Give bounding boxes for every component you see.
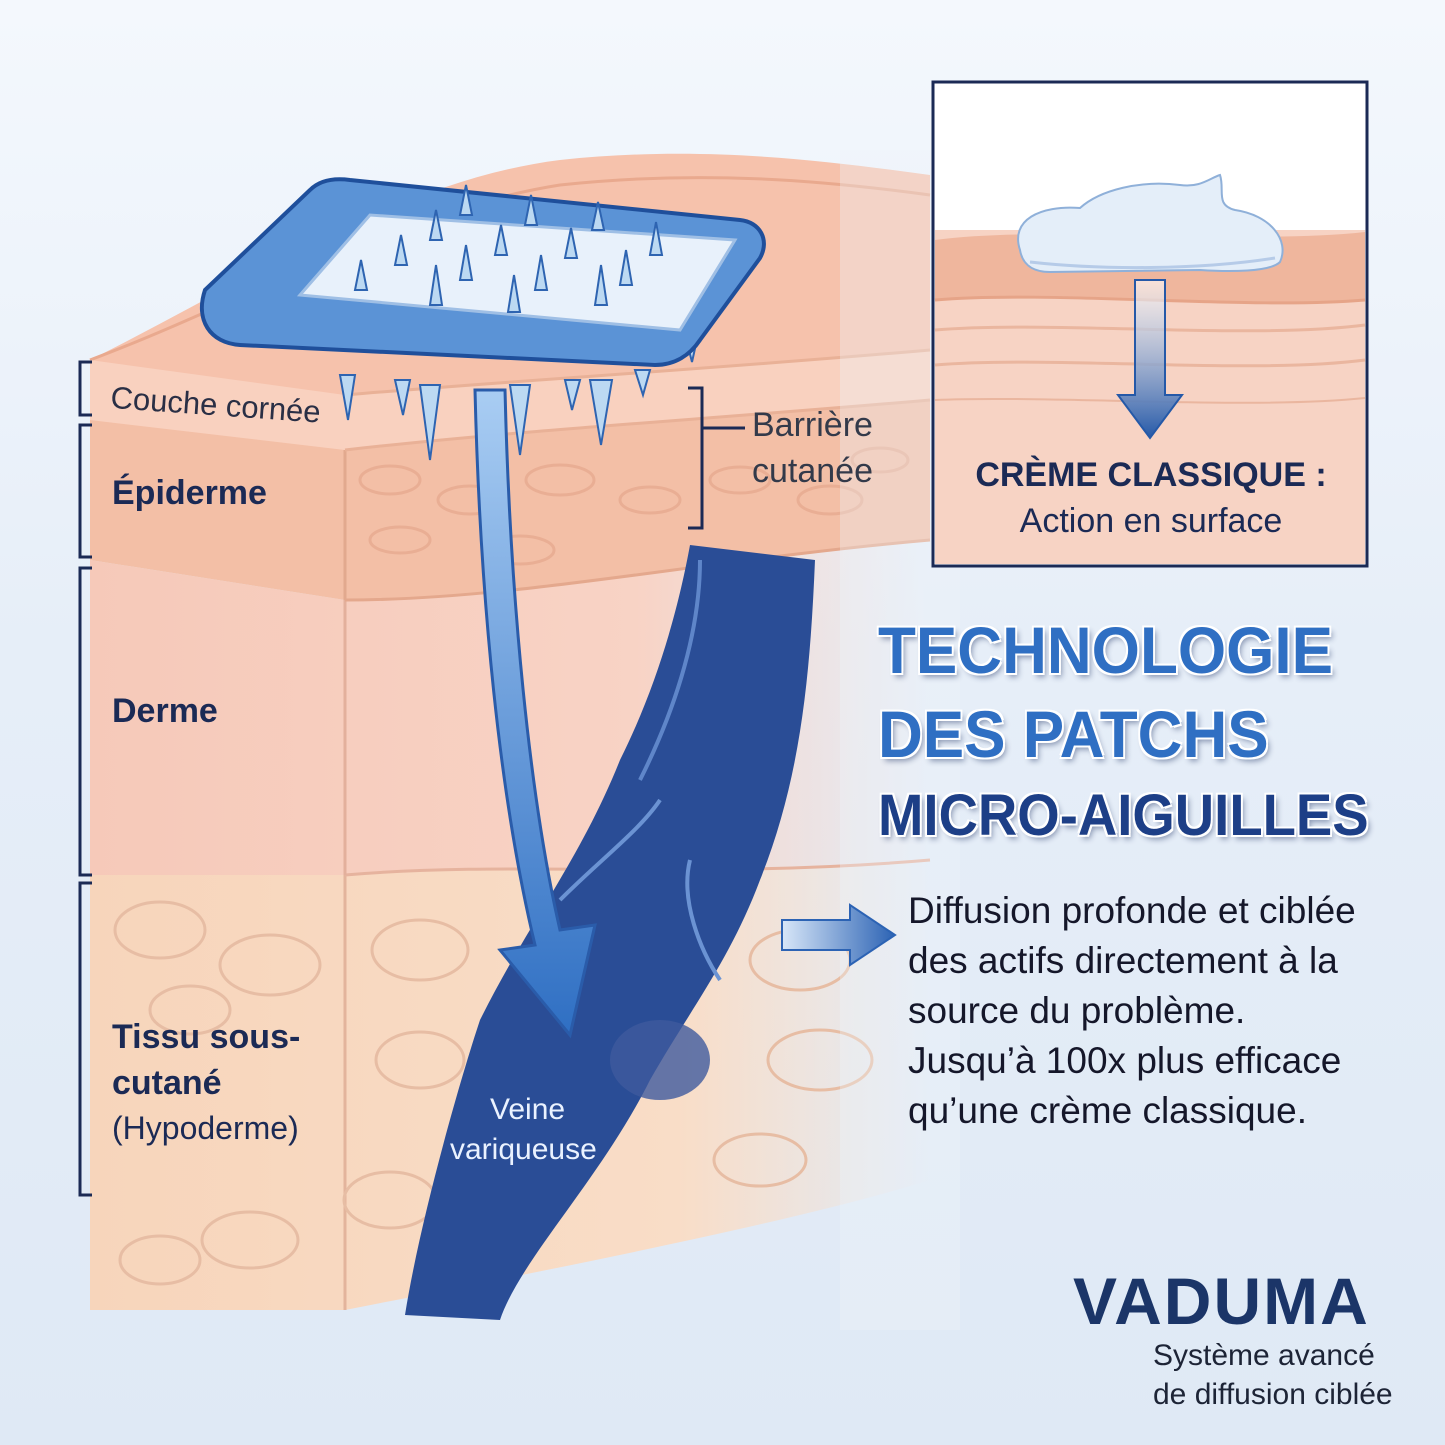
barrier-label-line1: Barrière — [752, 406, 873, 444]
inset-title: CRÈME CLASSIQUE : — [975, 456, 1327, 494]
arrow-right-icon — [781, 903, 897, 967]
arrow-down-icon — [1116, 279, 1184, 440]
brand-logo: VADUMA — [1073, 1264, 1370, 1338]
penetration-arrow — [473, 388, 597, 1039]
headline-line3: MICRO-AIGUILLES — [878, 783, 1369, 848]
layer-label-epiderme: Épiderme — [112, 474, 267, 512]
description-line2: des actifs directement à la — [908, 940, 1338, 981]
layer-label-tissu-line1: Tissu sous- — [112, 1018, 301, 1056]
stratum-corneum-layer — [90, 348, 931, 452]
vein-label-line1: Veine — [490, 1093, 566, 1126]
description-line5: qu’une crème classique. — [908, 1090, 1307, 1131]
layer-label-hypoderme: (Hypoderme) — [112, 1110, 299, 1146]
description-line3: source du problème. — [908, 990, 1246, 1031]
headline-line1: TECHNOLOGIE — [878, 613, 1333, 687]
headline-line2: DES PATCHS — [878, 697, 1269, 771]
cream-icon — [1017, 173, 1284, 274]
layer-brackets — [78, 360, 92, 1197]
description-line4: Jusqu’à 100x plus efficace — [908, 1040, 1342, 1081]
description-line1: Diffusion profonde et ciblée — [908, 890, 1356, 931]
layer-label-derme: Derme — [112, 692, 218, 730]
barrier-bracket — [688, 386, 745, 530]
brand-tagline-line2: de diffusion ciblée — [1153, 1378, 1393, 1411]
vein-label-line2: variqueuse — [450, 1133, 597, 1166]
barrier-label-line2: cutanée — [752, 452, 873, 490]
microneedle-patch — [199, 177, 766, 461]
varicose-vein — [405, 545, 815, 1320]
brand-tagline-line1: Système avancé — [1153, 1339, 1375, 1372]
inset-subtitle: Action en surface — [1019, 502, 1283, 540]
layer-label-tissu-line2: cutané — [112, 1064, 222, 1102]
